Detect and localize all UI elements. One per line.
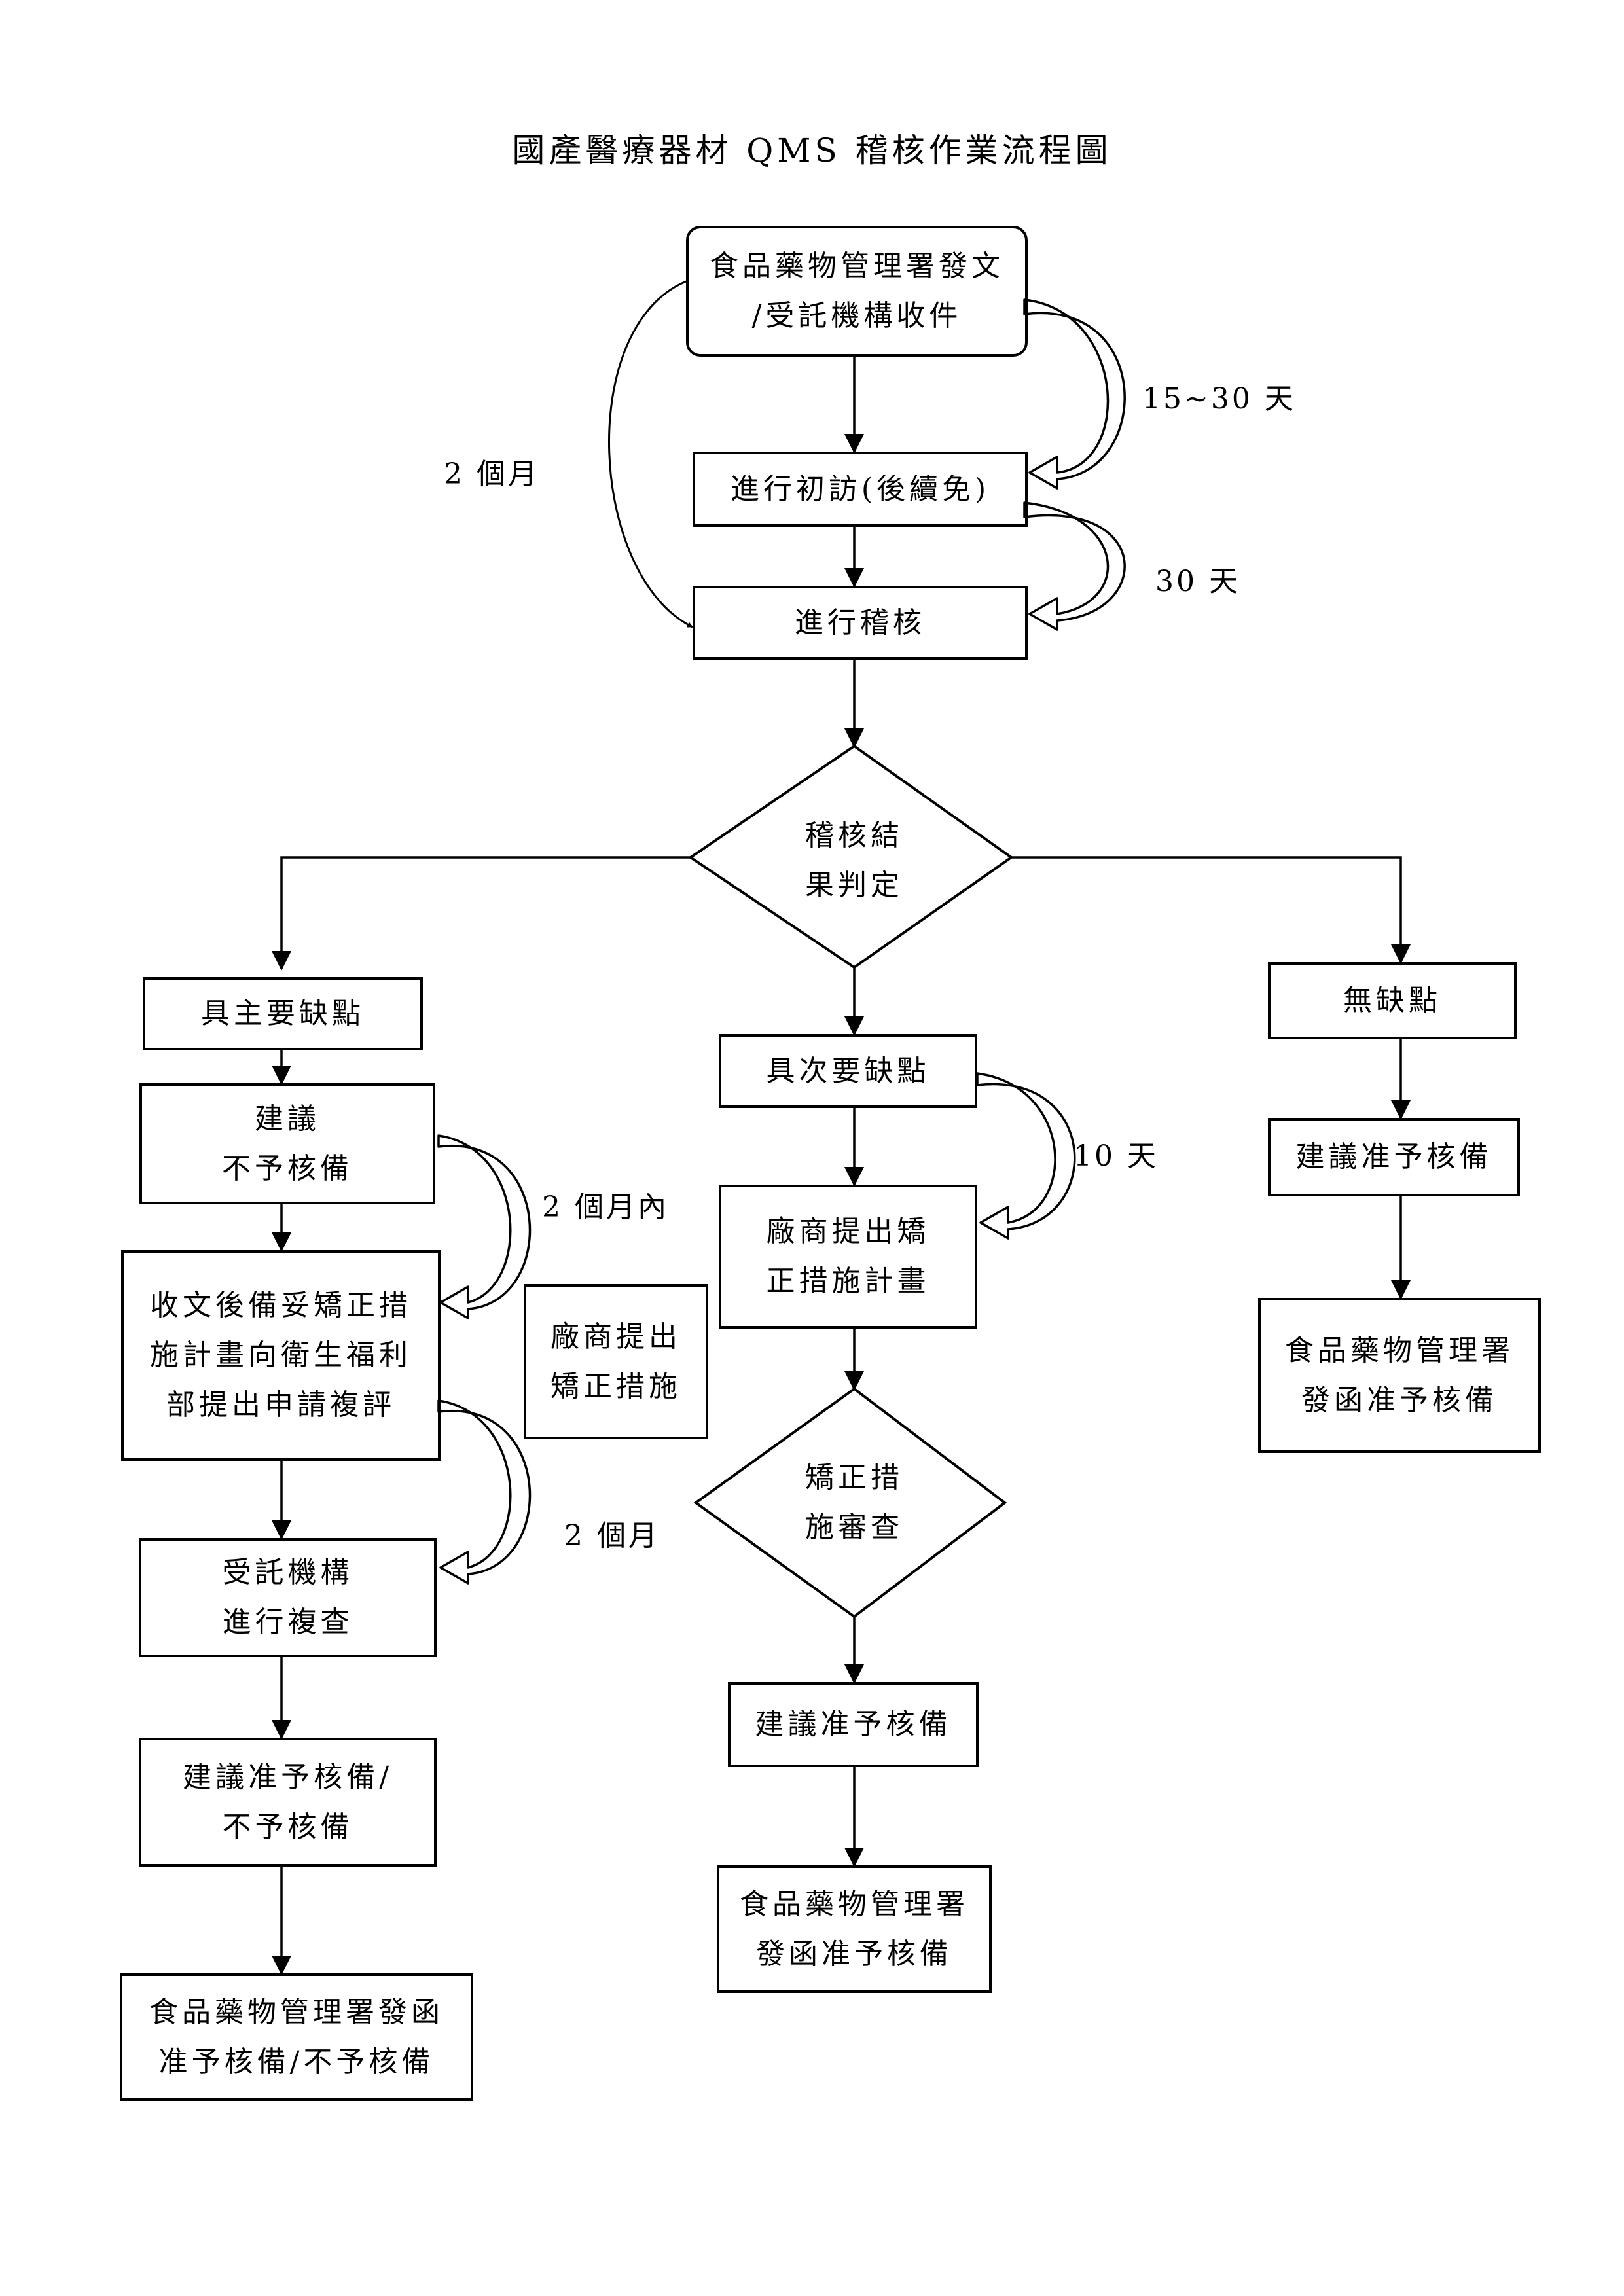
node-major-recheck-line2: 進行複查 bbox=[222, 1605, 353, 1639]
node-start: 食品藥物管理署發文 /受託機構收件 bbox=[686, 226, 1028, 357]
node-minor-plan-line2: 正措施計畫 bbox=[766, 1265, 930, 1298]
node-audit-line1: 進行稽核 bbox=[795, 605, 926, 639]
node-major-recheck-line1: 受託機構 bbox=[222, 1556, 353, 1589]
node-none-final-line2: 發函准予核備 bbox=[1301, 1383, 1498, 1417]
node-major-suggest-reject-line2: 不予核備 bbox=[222, 1151, 353, 1185]
node-minor-review-line1: 矯正措 bbox=[805, 1461, 903, 1494]
curved-arrow-10-days bbox=[976, 1072, 1076, 1240]
node-none-final-line1: 食品藥物管理署 bbox=[1285, 1333, 1514, 1367]
node-major-resubmit-line3: 部提出申請複評 bbox=[166, 1388, 395, 1422]
node-major-final-line1: 食品藥物管理署發函 bbox=[149, 1995, 444, 2029]
node-major: 具主要缺點 bbox=[143, 977, 423, 1050]
node-minor: 具次要缺點 bbox=[719, 1034, 977, 1108]
curved-arrow-two-months-bottom bbox=[437, 1399, 532, 1585]
node-minor-approve-line1: 建議准予核備 bbox=[755, 1708, 952, 1741]
node-decision-line1: 稽核結 bbox=[805, 819, 903, 852]
node-none-final: 食品藥物管理署 發函准予核備 bbox=[1258, 1298, 1541, 1453]
node-start-line1: 食品藥物管理署發文 bbox=[710, 249, 1004, 283]
node-decision: 稽核結 果判定 bbox=[769, 812, 939, 910]
node-decision-line2: 果判定 bbox=[805, 869, 903, 902]
node-major-result-line1: 建議准予核備/ bbox=[183, 1760, 393, 1794]
node-minor-plan-line1: 廠商提出矯 bbox=[766, 1215, 930, 1248]
arrow-curve-two-months bbox=[608, 280, 693, 628]
node-major-final: 食品藥物管理署發函 准予核備/不予核備 bbox=[120, 1973, 473, 2101]
node-initial-visit-line1: 進行初訪(後續免) bbox=[730, 472, 990, 506]
label-two-months-bottom: 2 個月 bbox=[564, 1519, 660, 1552]
node-minor-plan: 廠商提出矯 正措施計畫 bbox=[719, 1185, 977, 1329]
node-major-resubmit: 收文後備妥矯正措 施計畫向衛生福利 部提出申請複評 bbox=[121, 1250, 441, 1461]
node-major-final-line2: 准予核備/不予核備 bbox=[158, 2045, 435, 2079]
node-major-suggest-reject-line1: 建議 bbox=[255, 1102, 320, 1136]
node-audit: 進行稽核 bbox=[693, 586, 1028, 660]
arrow-decision-to-none bbox=[1008, 856, 1411, 964]
node-major-resubmit-line1: 收文後備妥矯正措 bbox=[150, 1289, 412, 1322]
node-minor-review-line2: 施審查 bbox=[805, 1511, 903, 1544]
node-initial-visit: 進行初訪(後續免) bbox=[693, 452, 1028, 527]
curved-arrow-30-days bbox=[1023, 501, 1126, 631]
curved-arrow-15-30-days bbox=[1023, 298, 1126, 490]
node-major-result-line2: 不予核備 bbox=[222, 1810, 353, 1844]
node-minor-review: 矯正措 施審查 bbox=[776, 1454, 933, 1552]
node-minor-line1: 具次要缺點 bbox=[766, 1054, 930, 1088]
node-major-line1: 具主要缺點 bbox=[201, 997, 365, 1030]
node-none-approve: 建議准予核備 bbox=[1268, 1118, 1520, 1196]
label-within-two-months: 2 個月內 bbox=[542, 1191, 669, 1224]
node-none-line1: 無缺點 bbox=[1343, 984, 1441, 1017]
arrow-decision-to-major bbox=[272, 856, 691, 971]
node-minor-final: 食品藥物管理署 發函准予核備 bbox=[717, 1865, 992, 1993]
review-diamond-shape bbox=[693, 1387, 1007, 1619]
page-title: 國產醫療器材 QMS 稽核作業流程圖 bbox=[512, 132, 1112, 170]
node-vendor-corrective: 廠商提出 矯正措施 bbox=[524, 1284, 708, 1439]
node-minor-final-line1: 食品藥物管理署 bbox=[740, 1887, 969, 1921]
node-major-result: 建議准予核備/ 不予核備 bbox=[139, 1738, 437, 1867]
label-days-30: 30 天 bbox=[1155, 565, 1240, 598]
node-none: 無缺點 bbox=[1268, 962, 1517, 1039]
decision-diamond-shape bbox=[688, 744, 1014, 969]
node-minor-final-line2: 發函准予核備 bbox=[756, 1937, 952, 1971]
node-major-recheck: 受託機構 進行複查 bbox=[139, 1538, 437, 1657]
node-major-suggest-reject: 建議 不予核備 bbox=[139, 1083, 435, 1204]
node-none-approve-line1: 建議准予核備 bbox=[1295, 1140, 1492, 1174]
node-vendor-corrective-line2: 矯正措施 bbox=[550, 1369, 681, 1403]
node-minor-approve: 建議准予核備 bbox=[728, 1682, 979, 1767]
label-days-15-30: 15~30 天 bbox=[1142, 382, 1296, 416]
curved-arrow-two-months-within bbox=[437, 1134, 532, 1319]
node-major-resubmit-line2: 施計畫向衛生福利 bbox=[150, 1338, 412, 1372]
label-two-months-top: 2 個月 bbox=[444, 457, 539, 491]
node-vendor-corrective-line1: 廠商提出 bbox=[550, 1319, 681, 1354]
label-days-10: 10 天 bbox=[1074, 1139, 1159, 1173]
node-start-line2: /受託機構收件 bbox=[751, 299, 962, 332]
